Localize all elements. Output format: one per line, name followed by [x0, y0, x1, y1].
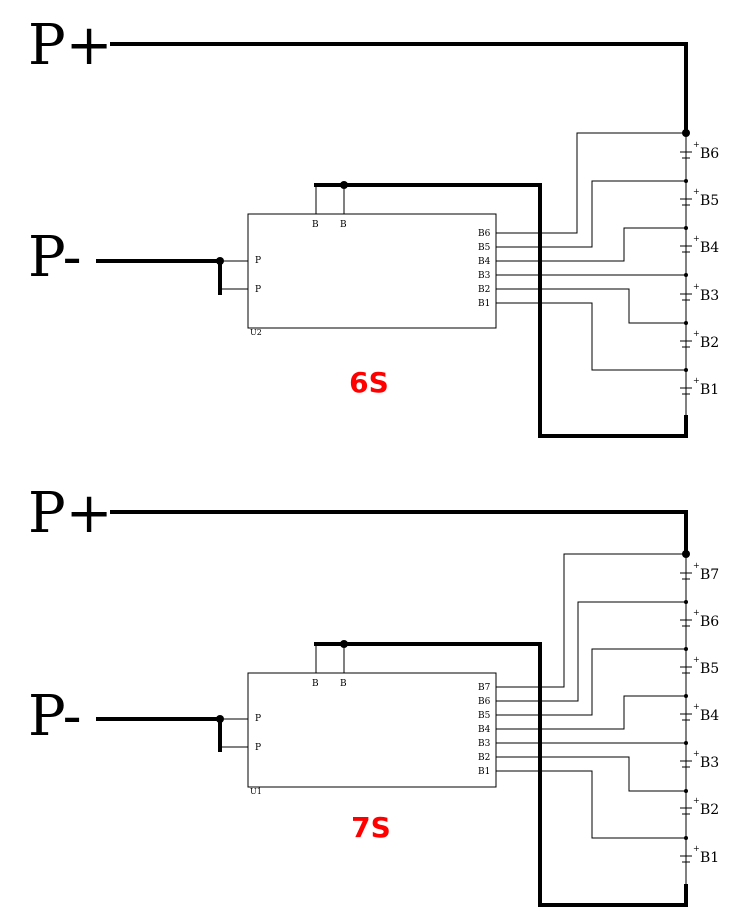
battery-cell: [680, 855, 692, 863]
battery-label: B2: [700, 335, 719, 351]
battery-cell: [680, 760, 692, 768]
battery-cell: [680, 340, 692, 348]
plus-mark: +: [693, 749, 700, 758]
p-pin-wire: [220, 260, 248, 290]
p-minus-label: P-: [28, 225, 82, 290]
chip-pin-label: B3: [478, 739, 491, 749]
p-minus-label: P-: [28, 684, 82, 749]
b-pin-wire: [315, 185, 345, 214]
chip-pin-label: B7: [478, 683, 491, 693]
battery-label: B4: [700, 708, 719, 724]
battery-label: B5: [700, 661, 719, 677]
battery-label: B1: [700, 382, 719, 398]
chip-pin-label: B6: [478, 229, 491, 239]
battery-cell: [680, 619, 692, 627]
chip-pin-label: B2: [478, 753, 490, 763]
diagram-7s: P+ P- B B P P U1 B7 B6 B5 B4 B3 B2 B1: [28, 481, 719, 907]
plus-mark: +: [693, 329, 700, 338]
chip-pin-label: B3: [478, 271, 491, 281]
battery-label: B6: [700, 146, 719, 162]
b-minus-wire: [314, 183, 688, 438]
battery-label: B3: [700, 755, 719, 771]
top-pin-label: B: [340, 220, 347, 230]
plus-mark: +: [693, 608, 700, 617]
b-minus-wire: [314, 642, 688, 907]
bms-chip: [247, 672, 497, 788]
top-pin-label: B: [312, 220, 319, 230]
plus-mark: +: [693, 702, 700, 711]
battery-label: B2: [700, 802, 719, 818]
battery-cell: [680, 713, 692, 721]
plus-mark: +: [693, 376, 700, 385]
plus-mark: +: [693, 561, 700, 570]
chip-pin-label: B5: [478, 711, 491, 721]
plus-mark: +: [693, 140, 700, 149]
node-dots: [684, 179, 688, 372]
p-minus-wire: [96, 259, 222, 295]
chip-pin-label: B4: [478, 257, 491, 267]
chip-pin-label: B4: [478, 725, 491, 735]
plus-mark: +: [693, 796, 700, 805]
plus-mark: +: [693, 282, 700, 291]
plus-mark: +: [693, 234, 700, 243]
p-plus-wire: [110, 42, 688, 133]
diagram-6s: P+ P- B B P P U2 B6 B5 B4 B3 B2 B1: [28, 13, 719, 438]
p-minus-wire: [96, 717, 222, 752]
chip-pin-label: B6: [478, 697, 491, 707]
plus-mark: +: [693, 844, 700, 853]
top-pin-label: B: [340, 679, 347, 689]
battery-label: B7: [700, 567, 719, 583]
chip-ref-label: U2: [250, 328, 262, 337]
top-pin-label: B: [312, 679, 319, 689]
battery-label: B3: [700, 288, 719, 304]
bms-chip: [247, 213, 497, 329]
battery-cell: [680, 293, 692, 301]
battery-cell: [680, 151, 692, 159]
left-pin-label: P: [255, 743, 261, 753]
battery-cell: [680, 245, 692, 253]
b-pin-wire: [315, 644, 345, 673]
node-dots: [684, 600, 688, 840]
battery-label: B4: [700, 240, 719, 256]
battery-cell: [680, 387, 692, 395]
battery-cell: [680, 198, 692, 206]
p-pin-wire: [220, 718, 248, 748]
left-pin-label: P: [255, 285, 261, 295]
p-plus-wire: [110, 510, 688, 554]
p-plus-label: P+: [28, 13, 113, 78]
battery-label: B6: [700, 614, 719, 630]
plus-mark: +: [693, 187, 700, 196]
chip-pin-label: B1: [478, 299, 490, 309]
p-plus-label: P+: [28, 481, 113, 546]
plus-mark: +: [693, 655, 700, 664]
battery-cell: [680, 666, 692, 674]
balance-wire: [496, 553, 686, 839]
balance-wire: [496, 132, 686, 371]
left-pin-label: P: [255, 256, 261, 266]
chip-ref-label: U1: [250, 787, 262, 796]
chip-pin-label: B2: [478, 285, 490, 295]
battery-cell: [680, 807, 692, 815]
battery-cell: [680, 572, 692, 580]
chip-pin-label: B1: [478, 767, 490, 777]
diagram-title: 6S: [349, 366, 389, 399]
left-pin-label: P: [255, 714, 261, 724]
diagram-title: 7S: [351, 811, 391, 844]
battery-label: B1: [700, 850, 719, 866]
chip-pin-label: B5: [478, 243, 491, 253]
battery-label: B5: [700, 193, 719, 209]
